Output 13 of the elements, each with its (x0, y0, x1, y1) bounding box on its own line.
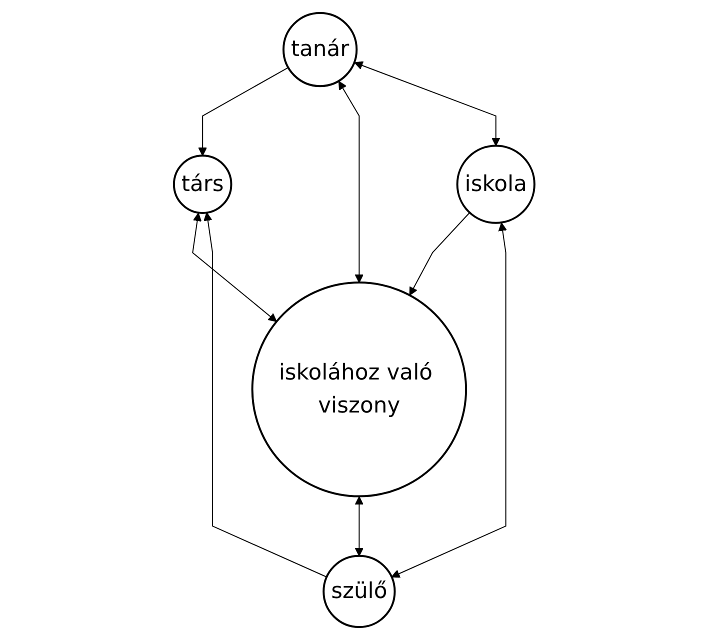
arrow (198, 66, 289, 156)
arrow (338, 80, 364, 282)
node-circle: szülő (322, 554, 396, 628)
arrow (203, 212, 327, 577)
arrow (354, 496, 364, 556)
arrow (354, 60, 500, 146)
arrow (409, 212, 470, 296)
node-circle: iskolához való viszony (251, 281, 467, 497)
node-circle: tanár (282, 11, 358, 87)
arrow (192, 212, 277, 322)
node-circle: iskola (456, 144, 536, 224)
arrow (391, 222, 507, 578)
node-circle: társ (172, 154, 232, 214)
